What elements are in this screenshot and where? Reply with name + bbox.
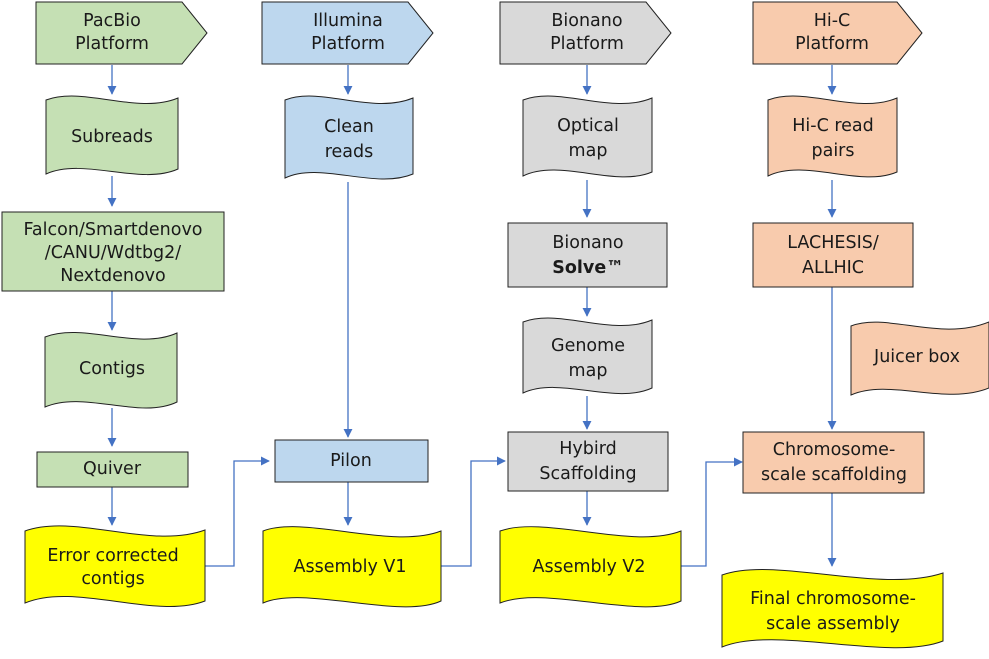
read-pairs-line1: Hi-C read: [792, 116, 874, 136]
hybrid-line1: Hybird: [559, 439, 616, 459]
assemblers-line3: Nextdenovo: [60, 266, 166, 286]
final-assembly-node: Final chromosome- scale assembly: [721, 569, 944, 649]
edge-corrected-to-pilon: [205, 456, 270, 567]
pacbio-platform-node: PacBio Platform: [35, 1, 208, 65]
optical-map-line1: Optical: [557, 116, 619, 136]
clean-reads-node: Clean reads: [284, 95, 414, 180]
juicer-box-node: Juicer box: [850, 321, 989, 396]
juicer-box-label: Juicer box: [873, 347, 960, 367]
corrected-line2: contigs: [81, 569, 144, 589]
pilon-label: Pilon: [330, 451, 372, 471]
lachesis-line2: ALLHIC: [802, 258, 864, 278]
bionano-solve-node: Bionano Solve™: [507, 222, 668, 288]
pacbio-platform-line2: Platform: [75, 34, 149, 54]
scaffolding-line1: Chromosome-: [773, 440, 896, 460]
pilon-node: Pilon: [274, 439, 429, 483]
edge-assembly-v2-to-scaffolding: [681, 457, 743, 567]
read-pairs-line2: pairs: [811, 141, 854, 161]
illumina-platform-node: Illumina Platform: [261, 1, 434, 65]
final-line2: scale assembly: [766, 614, 900, 634]
bionano-platform-node: Bionano Platform: [499, 1, 672, 65]
quiver-node: Quiver: [36, 451, 189, 488]
optical-map-node: Optical map: [522, 95, 653, 178]
chromosome-scale-scaffolding-node: Chromosome- scale scaffolding: [742, 431, 925, 494]
error-corrected-contigs-node: Error corrected contigs: [24, 525, 206, 607]
subreads-node: Subreads: [45, 95, 179, 176]
lachesis-allhic-node: LACHESIS/ ALLHIC: [752, 222, 914, 288]
hybrid-scaffolding-node: Hybird Scaffolding: [507, 431, 669, 492]
subreads-label: Subreads: [71, 127, 153, 147]
assembly-v1-node: Assembly V1: [262, 526, 442, 608]
edge-assembly-v1-to-hybrid: [441, 456, 506, 567]
assemblers-line2: /CANU/Wdtbg2/: [45, 243, 182, 263]
contigs-node: Contigs: [44, 332, 178, 409]
clean-reads-line1: Clean: [324, 117, 374, 137]
lachesis-line1: LACHESIS/: [787, 233, 879, 253]
genome-map-node: Genome map: [522, 317, 653, 395]
bionano-platform-line2: Platform: [550, 34, 624, 54]
assemblers-node: Falcon/Smartdenovo /CANU/Wdtbg2/ Nextden…: [1, 211, 225, 292]
illumina-platform-line2: Platform: [311, 34, 385, 54]
corrected-line1: Error corrected: [47, 546, 178, 566]
scaffolding-line2: scale scaffolding: [761, 465, 907, 485]
genome-map-line1: Genome: [551, 336, 625, 356]
bionano-solve-line2: Solve™: [552, 258, 623, 278]
illumina-platform-line1: Illumina: [313, 11, 383, 31]
clean-reads-line2: reads: [325, 142, 374, 162]
hybrid-line2: Scaffolding: [539, 464, 636, 484]
quiver-label: Quiver: [83, 459, 142, 479]
hic-platform-line2: Platform: [795, 34, 869, 54]
assemblers-line1: Falcon/Smartdenovo: [23, 220, 202, 240]
hic-platform-line1: Hi-C: [814, 11, 851, 31]
final-line1: Final chromosome-: [750, 589, 916, 609]
hic-read-pairs-node: Hi-C read pairs: [767, 95, 898, 178]
optical-map-line2: map: [569, 141, 608, 161]
assembly-v2-label: Assembly V2: [532, 557, 645, 577]
genome-map-line2: map: [569, 361, 608, 381]
bionano-platform-line1: Bionano: [551, 11, 622, 31]
assembly-v2-node: Assembly V2: [499, 526, 682, 608]
pacbio-platform-line1: PacBio: [83, 11, 141, 31]
assembly-v1-label: Assembly V1: [293, 557, 406, 577]
contigs-label: Contigs: [79, 359, 145, 379]
bionano-solve-line1: Bionano: [552, 233, 623, 253]
hic-platform-node: Hi-C Platform: [752, 1, 923, 65]
